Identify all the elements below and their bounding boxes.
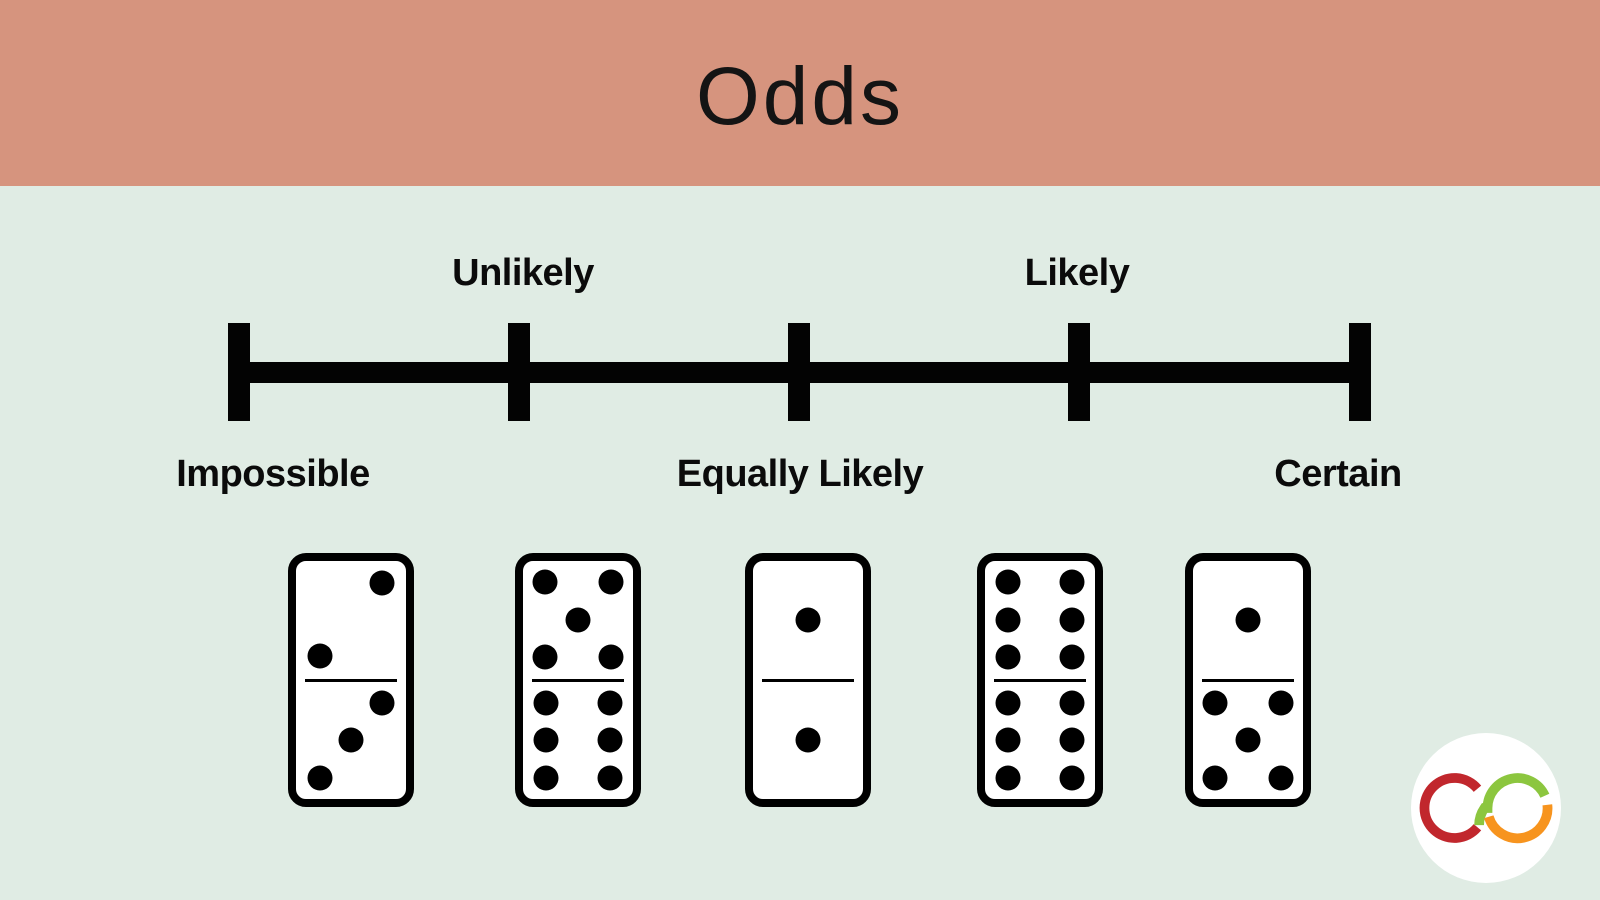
domino-pip (995, 690, 1021, 716)
domino-pip (1059, 727, 1085, 753)
domino-pip (597, 690, 623, 716)
domino-pip (1235, 727, 1261, 753)
domino-pip (533, 765, 559, 791)
domino-pip (995, 607, 1021, 633)
domino-pip (532, 644, 558, 670)
domino-pip (1268, 765, 1294, 791)
domino-divider (994, 678, 1086, 682)
domino-pip (1059, 690, 1085, 716)
domino-divider (532, 678, 624, 682)
domino-top-half (1193, 561, 1303, 679)
domino-top-half (523, 561, 633, 679)
timeline-label-equally-likely: Equally Likely (676, 453, 924, 495)
domino-divider (1202, 678, 1294, 682)
domino-bottom-half (753, 682, 863, 800)
logo-cross-stroke-green (1474, 773, 1550, 826)
domino-pip (369, 690, 395, 716)
domino-top-half (753, 561, 863, 679)
logo-left-loop-red (1419, 773, 1482, 843)
domino-pip (1268, 690, 1294, 716)
timeline-label-impossible: Impossible (176, 453, 370, 495)
timeline-label-likely: Likely (1024, 252, 1130, 294)
domino-pip (995, 569, 1021, 595)
domino-bottom-half (1193, 682, 1303, 800)
page-title: Odds (696, 51, 904, 142)
domino-1-1 (745, 553, 871, 807)
domino-pip (307, 643, 333, 669)
header-bar: Odds (0, 0, 1600, 186)
timeline-label-unlikely: Unlikely (452, 252, 594, 294)
domino-pip (795, 607, 821, 633)
domino-pip (338, 727, 364, 753)
timeline-tick-0 (228, 323, 250, 421)
domino-5-6 (515, 553, 641, 807)
domino-pip (1202, 690, 1228, 716)
domino-pip (533, 690, 559, 716)
brand-logo (1411, 733, 1561, 883)
timeline-label-certain: Certain (1274, 453, 1402, 495)
infinity-logo-graphic (1411, 733, 1561, 883)
domino-pip (1059, 644, 1085, 670)
domino-divider (305, 678, 397, 682)
domino-pip (1202, 765, 1228, 791)
timeline-tick-4 (1349, 323, 1371, 421)
domino-pip (795, 727, 821, 753)
domino-pip (598, 569, 624, 595)
domino-pip (533, 727, 559, 753)
domino-pip (995, 644, 1021, 670)
domino-pip (369, 570, 395, 596)
domino-pip (565, 607, 591, 633)
timeline-tick-2 (788, 323, 810, 421)
domino-pip (532, 569, 558, 595)
domino-2-3 (288, 553, 414, 807)
domino-pip (1235, 607, 1261, 633)
domino-1-5 (1185, 553, 1311, 807)
domino-top-half (985, 561, 1095, 679)
domino-bottom-half (523, 682, 633, 800)
domino-pip (597, 765, 623, 791)
domino-pip (1059, 569, 1085, 595)
timeline-tick-1 (508, 323, 530, 421)
domino-pip (307, 765, 333, 791)
domino-pip (1059, 765, 1085, 791)
domino-pip (598, 644, 624, 670)
timeline-tick-3 (1068, 323, 1090, 421)
domino-divider (762, 678, 854, 682)
domino-pip (995, 765, 1021, 791)
domino-bottom-half (985, 682, 1095, 800)
logo-right-loop-orange (1484, 804, 1553, 844)
domino-bottom-half (296, 682, 406, 800)
domino-pip (1059, 607, 1085, 633)
domino-top-half (296, 561, 406, 679)
domino-pip (995, 727, 1021, 753)
domino-6-6 (977, 553, 1103, 807)
domino-pip (597, 727, 623, 753)
